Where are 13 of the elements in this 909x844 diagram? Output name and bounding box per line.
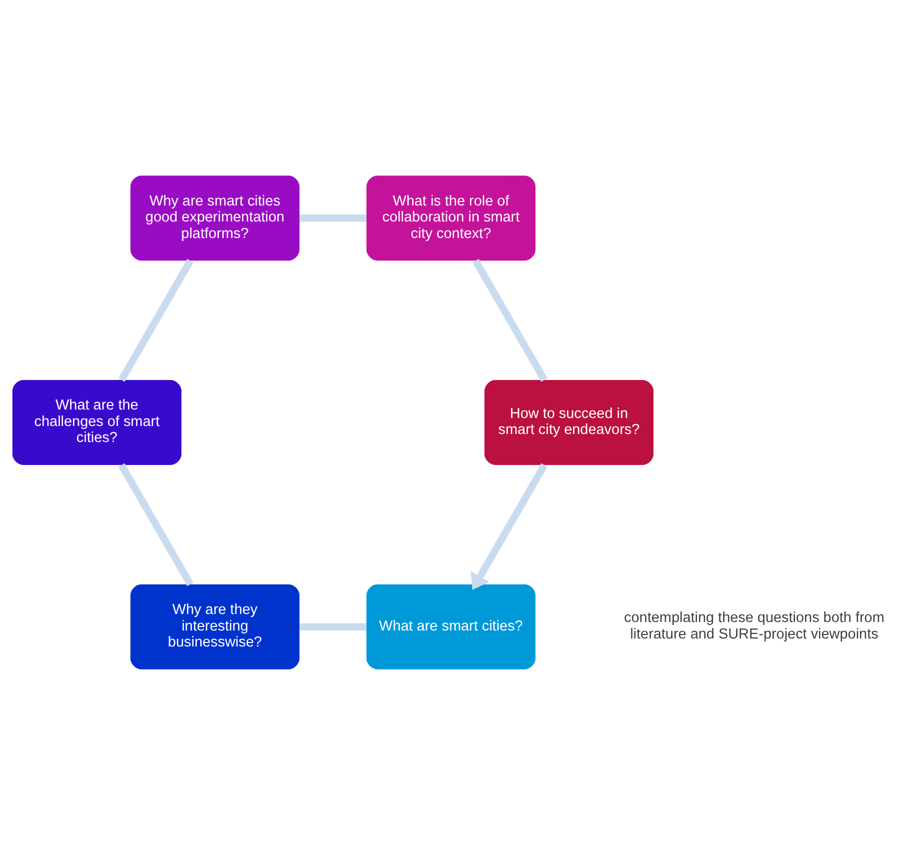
connector: [472, 258, 548, 382]
node-box: What are the challenges of smart cities?: [12, 380, 182, 464]
arrow: [470, 462, 548, 590]
connector: [118, 258, 194, 382]
node-box: What are smart cities?: [366, 584, 536, 669]
node-box: Why are smart cities good experimentation platforms?: [130, 175, 300, 260]
connector: [300, 622, 366, 630]
connector: [118, 462, 194, 586]
node-box: What is the role of collaboration in smart city context?: [366, 175, 536, 260]
connector: [299, 214, 366, 222]
node-box: Why are they interesting businesswise?: [130, 584, 300, 669]
label: contemplating these questions both from literature and SURE-project viewpoints: [624, 610, 884, 642]
node-box: How to succeed in smart city endeavors?: [484, 380, 654, 464]
